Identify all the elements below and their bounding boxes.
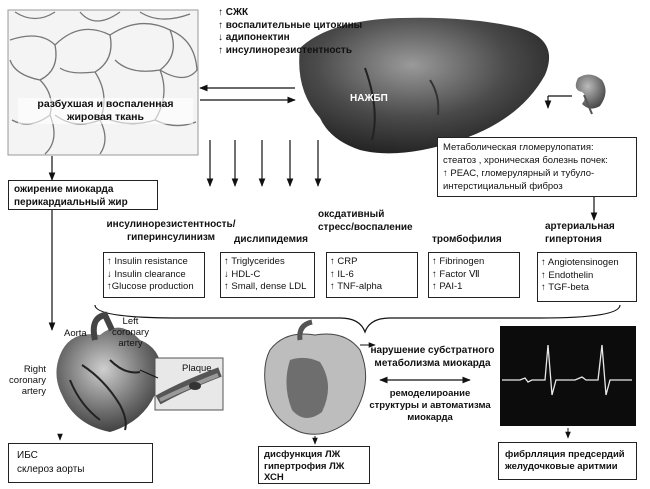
metabolism-disorder-text: нарушение субстратного метаболизма миока…: [370, 345, 495, 369]
category-box-oxidative: ↑ CRP ↑ IL-6 ↑ TNF-alpha: [326, 252, 418, 298]
fat-tissue-image: [7, 9, 199, 156]
category-item: ↑ TGF-beta: [541, 282, 589, 293]
category-item: ↑Glucose production: [107, 281, 194, 292]
top-factor-item: ↑ СЖК: [218, 7, 249, 18]
category-box-thrombophilia: ↑ Fibrinogen ↑ Factor Ⅶ ↑ PAI-1: [428, 252, 520, 298]
category-item: ↑ PAI-1: [432, 281, 463, 292]
right-coronary-label: Right coronary artery: [9, 364, 46, 397]
liver-image: [299, 17, 550, 154]
aorta-label: Aorta: [64, 328, 87, 339]
plaque-inset-image: [154, 357, 224, 411]
kidney-glomerulopathy-box: Метаболическая гломерулопатия: стеатоз ,…: [437, 137, 637, 197]
category-item: ↑ Angiotensinogen: [541, 257, 619, 268]
heart-lv-image: [264, 319, 367, 435]
category-item: ↑ IL-6: [330, 268, 354, 280]
category-title-thrombophilia: тромбофилия: [432, 234, 502, 245]
category-item: ↑ TNF-alpha: [330, 281, 383, 292]
category-title-hypertension: артериальная гипертония: [545, 221, 615, 245]
category-item: ↑ Insulin resistance: [107, 256, 188, 267]
category-title-insulin: инсулинорезистентность/ гиперинсулинизм: [106, 219, 236, 243]
remodeling-text: ремоделироание структуры и автоматизма м…: [369, 388, 491, 423]
category-item: ↑ Endothelin: [541, 269, 594, 281]
category-item: ↑ Small, dense LDL: [224, 281, 307, 292]
lv-dysfunction-box: дисфункция ЛЖ гипертрофия ЛЖ ХСН: [258, 446, 370, 484]
top-factor-item: ↑ инсулинорезистентность: [218, 44, 352, 56]
category-title-dyslipidemia: дислипидемия: [234, 234, 308, 245]
top-factor-item: ↓ адипонектин: [218, 32, 290, 43]
kidney-image: [575, 74, 606, 115]
ihd-box: ИБС склероз аорты: [8, 443, 153, 483]
category-box-hypertension: ↑ Angiotensinogen ↑ Endothelin ↑ TGF-bet…: [537, 252, 637, 302]
category-item: ↑ Fibrinogen: [432, 256, 485, 267]
category-item: ↓ HDL-C: [224, 268, 261, 280]
category-item: ↑ Factor Ⅶ: [432, 268, 480, 280]
left-coronary-label: Left coronary artery: [112, 316, 149, 349]
category-item: ↓ Insulin clearance: [107, 268, 186, 280]
heart-coronary-image: [56, 311, 161, 432]
myocardium-obesity-box: ожирение миокарда перикардиальный жир: [8, 180, 158, 210]
fat-tissue-label: разбухшая и воспаленная жировая ткань: [18, 98, 193, 124]
category-item: ↑ Triglycerides: [224, 256, 285, 267]
category-title-oxidative: оксдативный стресс/воспаление: [318, 209, 413, 233]
category-box-dyslipidemia: ↑ Triglycerides ↓ HDL-C ↑ Small, dense L…: [220, 252, 315, 298]
plaque-label: Plaque: [182, 363, 212, 374]
liver-label: НАЖБП: [350, 93, 388, 104]
top-factor-list: ↑ СЖК ↑ воспалительные цитокины ↓ адипон…: [218, 6, 362, 56]
category-item: ↑ CRP: [330, 256, 358, 267]
arrhythmia-box: фибрлляция предсердий желудочковые аритм…: [498, 442, 637, 480]
top-factor-item: ↑ воспалительные цитокины: [218, 19, 363, 31]
ecg-image: [500, 326, 636, 426]
category-box-insulin: ↑ Insulin resistance ↓ Insulin clearance…: [103, 252, 205, 298]
